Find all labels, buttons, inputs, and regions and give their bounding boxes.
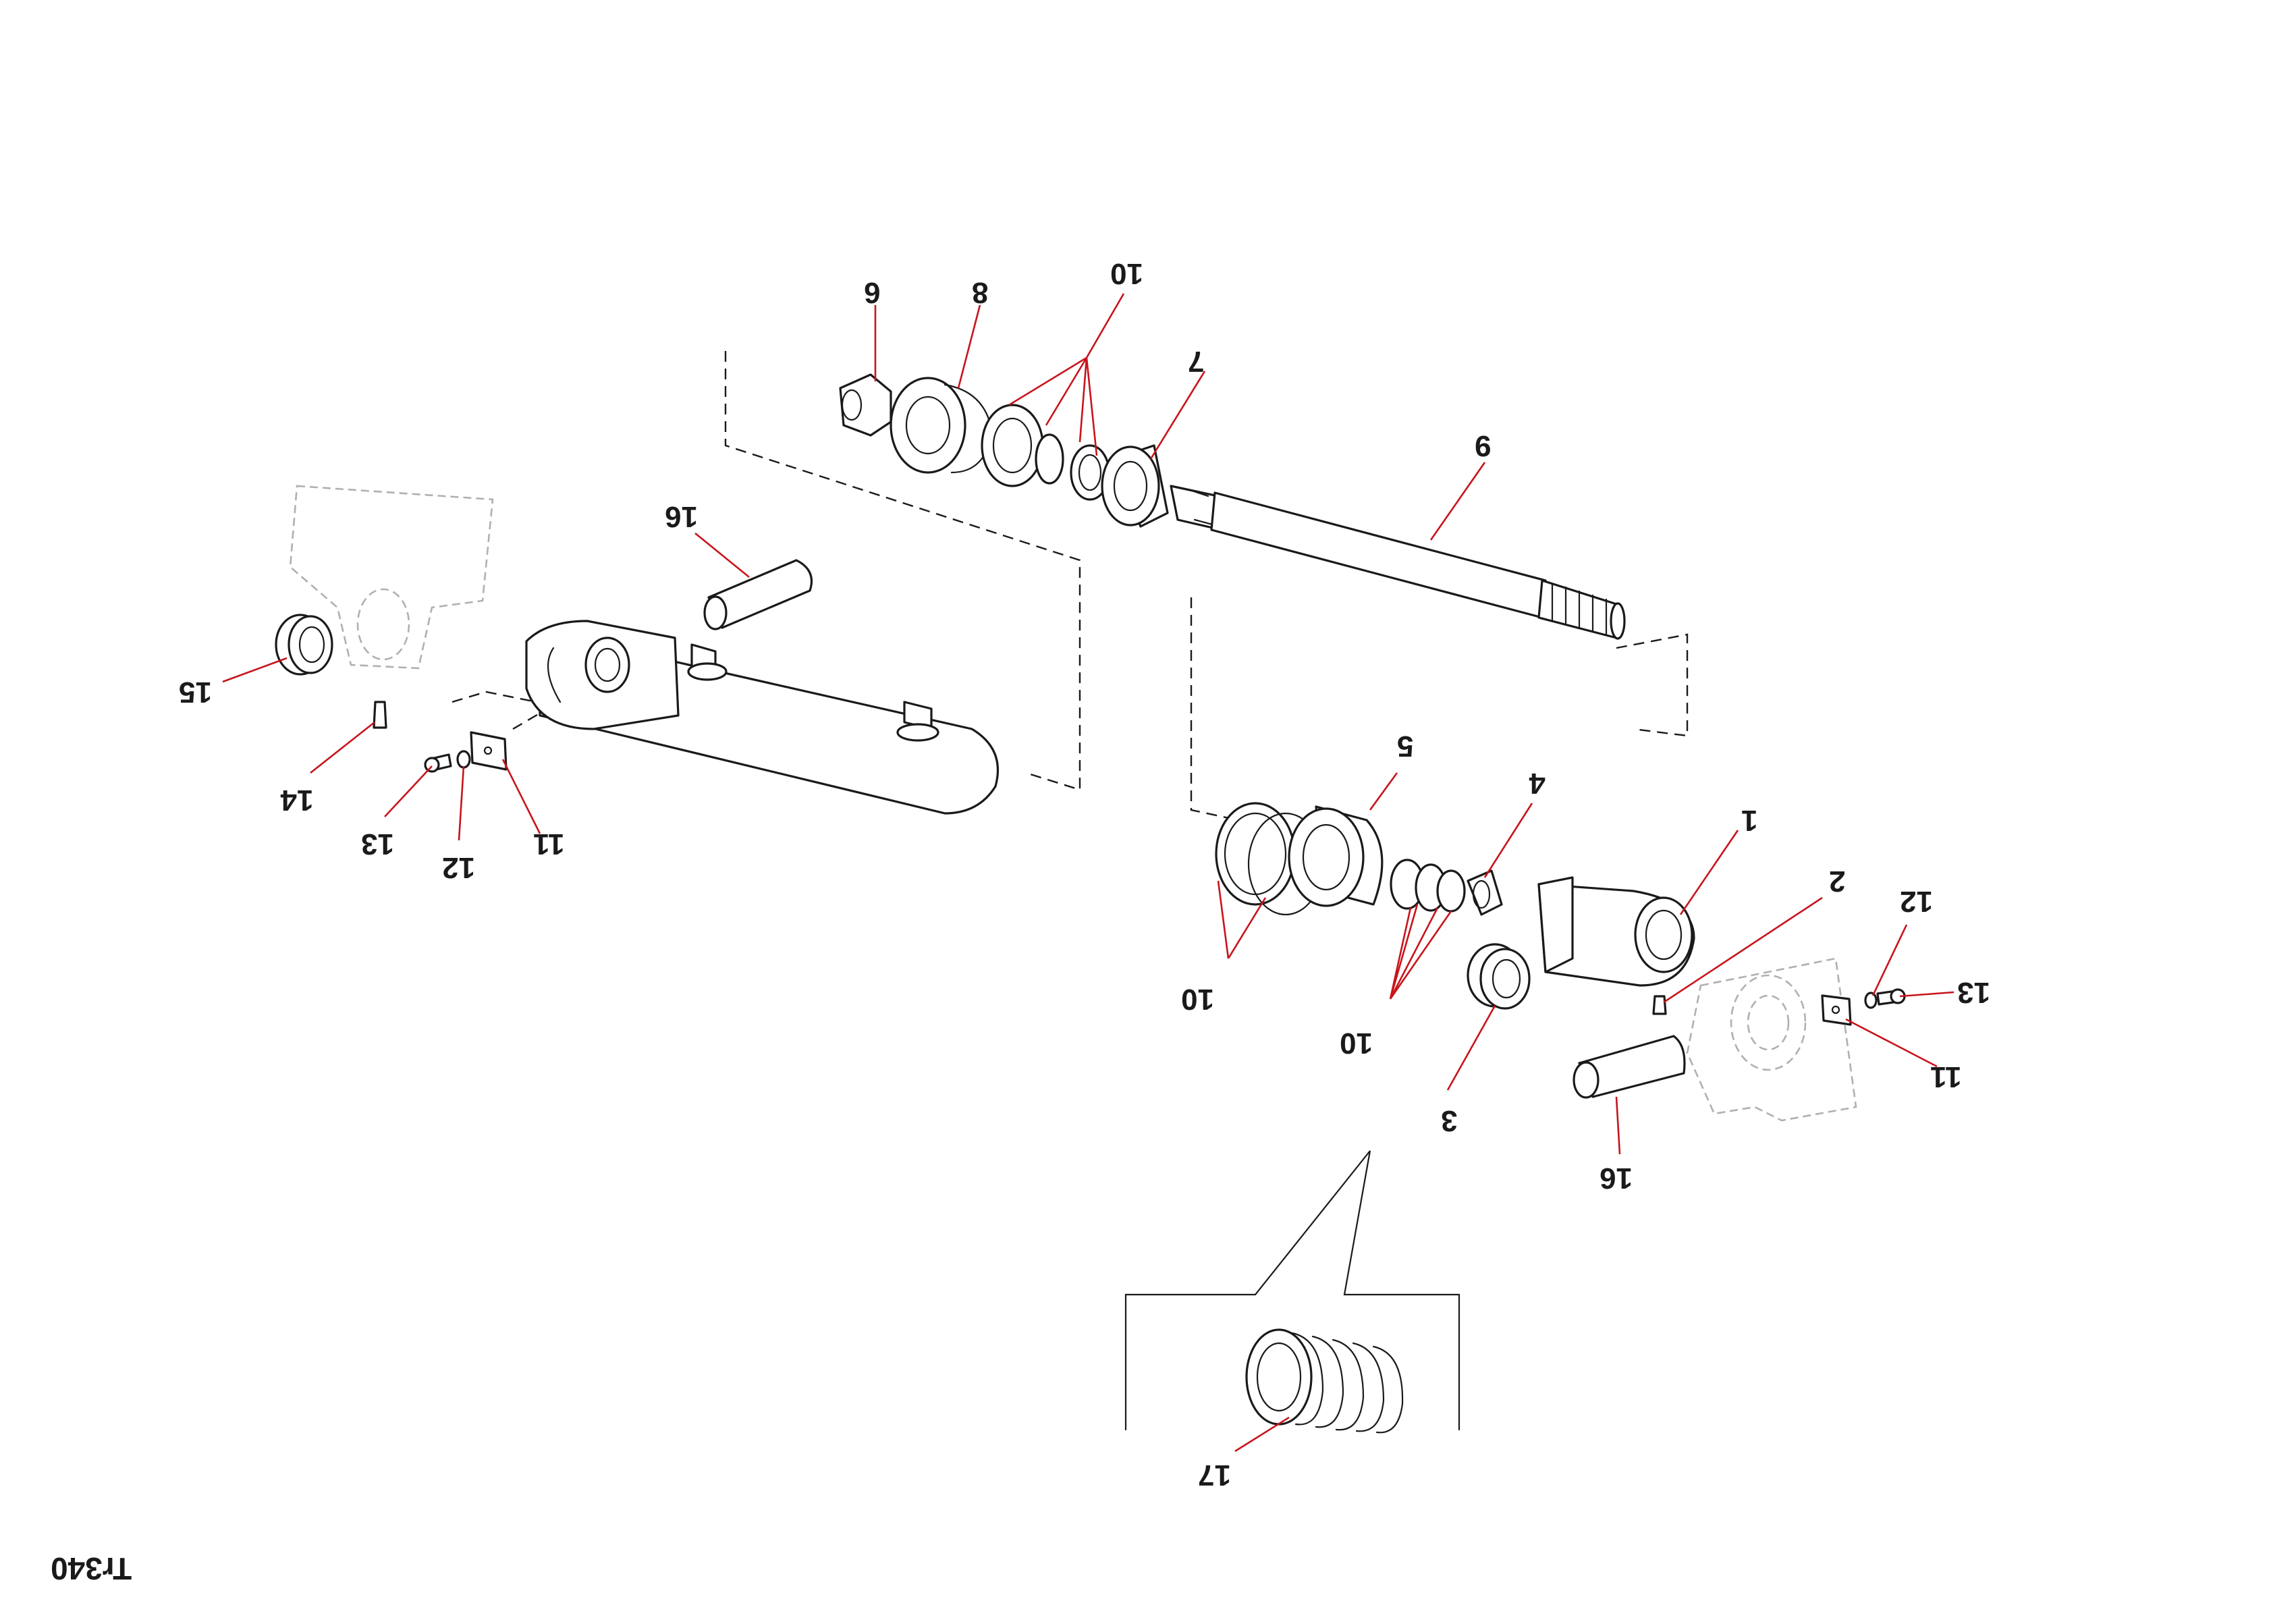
callout-2-right: 2 — [1829, 865, 1845, 898]
leader-lines — [222, 293, 1955, 1453]
callout-10-right-b: 10 — [1340, 1027, 1373, 1060]
nut-right — [1467, 869, 1503, 916]
callout-5-right: 5 — [1397, 730, 1413, 763]
pin-right — [1573, 1035, 1686, 1099]
callout-9-shaft: 9 — [1475, 429, 1491, 462]
spring — [1245, 1328, 1404, 1434]
callout-1-right: 1 — [1741, 804, 1757, 837]
seal-set-right — [1390, 859, 1466, 913]
cylinder-barrel — [525, 620, 999, 815]
plate-right — [1821, 994, 1852, 1026]
ghost-bracket-right — [1686, 957, 1857, 1122]
drawing-code: Tr340 — [51, 1551, 132, 1586]
callout-4-right: 4 — [1529, 767, 1546, 800]
washer-right — [1864, 992, 1878, 1009]
bushing-right — [1467, 943, 1531, 1010]
ghost-bracket-left — [289, 485, 494, 670]
callout-10-top: 10 — [1110, 257, 1143, 290]
callout-13-left: 13 — [361, 828, 394, 861]
callout-16-left: 16 — [665, 500, 698, 533]
callout-11-right: 11 — [1930, 1060, 1962, 1093]
callout-7-top: 7 — [1188, 345, 1204, 378]
callout-16-right: 16 — [1600, 1162, 1633, 1195]
callouts: 6 8 10 7 9 16 15 14 13 12 11 5 4 1 2 12 … — [179, 257, 1990, 1492]
bolt-right — [1876, 988, 1906, 1006]
piston-rings-right — [1215, 802, 1324, 916]
callout-10-right-a: 10 — [1181, 983, 1214, 1016]
piston — [890, 377, 993, 474]
grease-port-front — [687, 643, 728, 681]
callout-17-detail: 17 — [1198, 1459, 1231, 1492]
grease-port-rear — [896, 701, 939, 742]
washer-left — [456, 750, 471, 769]
callout-8-top: 8 — [972, 276, 988, 309]
callout-13-right: 13 — [1957, 976, 1990, 1009]
callout-12-right: 12 — [1900, 885, 1933, 918]
bolt-left — [424, 753, 452, 773]
assembly-line-right — [1190, 597, 1689, 821]
callout-6-top: 6 — [864, 276, 880, 309]
piston-nut — [839, 373, 892, 437]
seal-set-top — [981, 404, 1110, 501]
callout-3-right: 3 — [1441, 1104, 1457, 1137]
detail-view — [1124, 1150, 1460, 1434]
callout-11-left: 11 — [533, 828, 565, 861]
callout-12-left: 12 — [442, 851, 475, 884]
assembly-line-left — [452, 691, 556, 730]
grease-nipple-right — [1652, 995, 1667, 1015]
piston-right — [1288, 805, 1384, 907]
assembly-line-upper — [724, 351, 1081, 791]
grease-nipple-left — [373, 701, 387, 729]
callout-15-left: 15 — [179, 676, 212, 709]
gland — [1101, 444, 1169, 528]
callout-14-left: 14 — [280, 784, 313, 817]
pin-left — [703, 559, 813, 630]
piston-rod — [1170, 485, 1626, 640]
clevis — [1537, 876, 1695, 987]
plate-left — [470, 731, 508, 771]
bushing-left — [275, 614, 333, 676]
